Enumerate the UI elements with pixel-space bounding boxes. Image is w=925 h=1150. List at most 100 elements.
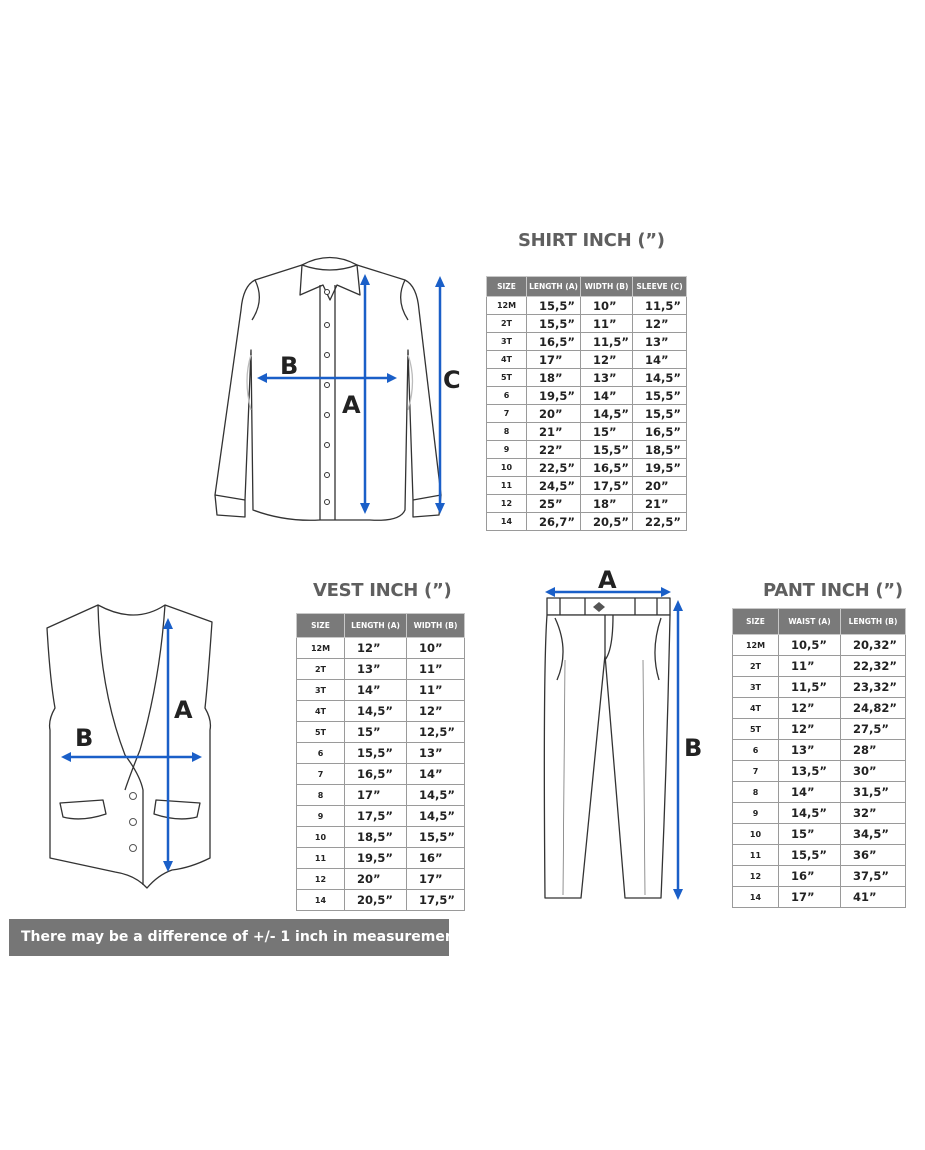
measurement-cell: 24,5”: [526, 476, 581, 495]
measurement-cell: 12”: [632, 314, 687, 333]
measurement-cell: 34,5”: [840, 823, 906, 845]
size-cell: 7: [732, 760, 779, 782]
measurement-cell: 18,5”: [344, 826, 407, 848]
measurement-cell: 17,5”: [580, 476, 633, 495]
measurement-cell: 14”: [778, 781, 841, 803]
size-cell: 9: [732, 802, 779, 824]
measurement-cell: 17”: [344, 784, 407, 806]
vest-header-0: SIZE: [296, 613, 345, 638]
measurement-cell: 14”: [632, 350, 687, 369]
shirt-size-title: SHIRT INCH (”): [518, 230, 665, 251]
measurement-cell: 21”: [632, 494, 687, 513]
measurement-cell: 13”: [580, 368, 633, 387]
measurement-cell: 12”: [344, 637, 407, 659]
measurement-cell: 15,5”: [778, 844, 841, 866]
size-cell: 10: [486, 458, 527, 477]
shirt-header-0: SIZE: [486, 276, 527, 297]
measurement-cell: 14,5”: [778, 802, 841, 824]
measurement-cell: 14,5”: [406, 805, 465, 827]
measurement-cell: 13,5”: [778, 760, 841, 782]
size-cell: 10: [732, 823, 779, 845]
size-cell: 4T: [732, 697, 779, 719]
size-cell: 6: [732, 739, 779, 761]
measurement-cell: 11,5”: [580, 332, 633, 351]
measurement-cell: 41”: [840, 886, 906, 908]
size-cell: 4T: [486, 350, 527, 369]
measurement-cell: 15,5”: [526, 296, 581, 315]
measurement-cell: 20,32”: [840, 634, 906, 656]
measurement-cell: 13”: [778, 739, 841, 761]
measurement-cell: 27,5”: [840, 718, 906, 740]
measurement-cell: 19,5”: [526, 386, 581, 405]
size-cell: 12M: [732, 634, 779, 656]
size-cell: 12M: [486, 296, 527, 315]
size-cell: 14: [486, 512, 527, 531]
measurement-cell: 25”: [526, 494, 581, 513]
size-cell: 8: [296, 784, 345, 806]
size-cell: 14: [296, 889, 345, 911]
measurement-cell: 15,5”: [632, 386, 687, 405]
measurement-cell: 31,5”: [840, 781, 906, 803]
measurement-cell: 17”: [526, 350, 581, 369]
measurement-cell: 23,32”: [840, 676, 906, 698]
measurement-cell: 21”: [526, 422, 581, 441]
measurement-cell: 10”: [406, 637, 465, 659]
measurement-cell: 22,32”: [840, 655, 906, 677]
measurement-cell: 15,5”: [406, 826, 465, 848]
measurement-cell: 14,5”: [344, 700, 407, 722]
vest-size-title: VEST INCH (”): [313, 580, 452, 601]
measurement-cell: 11”: [580, 314, 633, 333]
pant-label-b: B: [684, 734, 702, 762]
size-cell: 9: [486, 440, 527, 459]
shirt-label-b: B: [280, 352, 298, 380]
measurement-cell: 19,5”: [344, 847, 407, 869]
measurement-cell: 16”: [778, 865, 841, 887]
measurement-cell: 14,5”: [406, 784, 465, 806]
size-cell: 8: [486, 422, 527, 441]
measurement-cell: 22”: [526, 440, 581, 459]
measurement-cell: 20”: [344, 868, 407, 890]
measurement-cell: 12”: [778, 697, 841, 719]
size-cell: 3T: [732, 676, 779, 698]
measurement-cell: 15,5”: [580, 440, 633, 459]
measurement-cell: 15,5”: [526, 314, 581, 333]
measurement-cell: 16”: [406, 847, 465, 869]
shirt-header-3: SLEEVE (C): [632, 276, 687, 297]
measurement-cell: 11”: [406, 679, 465, 701]
measurement-cell: 13”: [344, 658, 407, 680]
size-cell: 10: [296, 826, 345, 848]
size-cell: 4T: [296, 700, 345, 722]
measurement-cell: 15”: [778, 823, 841, 845]
size-cell: 6: [486, 386, 527, 405]
shirt-illustration: B A C: [214, 256, 461, 521]
measurement-cell: 12”: [580, 350, 633, 369]
measurement-cell: 24,82”: [840, 697, 906, 719]
measurement-cell: 15,5”: [344, 742, 407, 764]
size-cell: 14: [732, 886, 779, 908]
measurement-cell: 14,5”: [580, 404, 633, 423]
size-cell: 11: [296, 847, 345, 869]
pant-header-0: SIZE: [732, 608, 779, 635]
measurement-cell: 20,5”: [580, 512, 633, 531]
measurement-cell: 12”: [778, 718, 841, 740]
size-cell: 7: [486, 404, 527, 423]
measurement-cell: 17”: [406, 868, 465, 890]
measurement-cell: 28”: [840, 739, 906, 761]
measurement-cell: 14,5”: [632, 368, 687, 387]
